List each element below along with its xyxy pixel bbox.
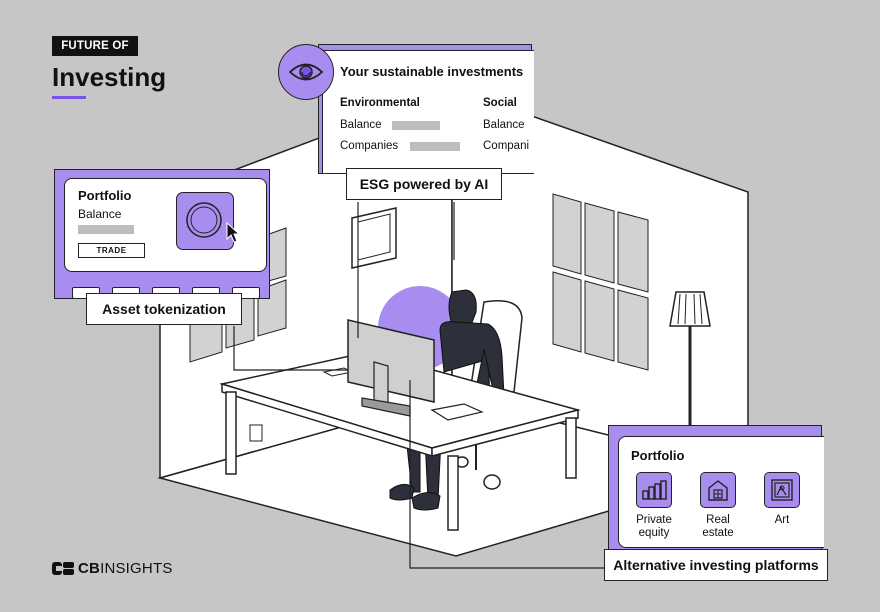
building-icon[interactable] — [700, 472, 736, 508]
esg-social-companies-label: Compani — [483, 140, 530, 152]
cursor-icon — [226, 222, 241, 243]
esg-env-companies-value — [410, 142, 460, 151]
wall-outlet — [249, 424, 263, 442]
callout-esg: ESG powered by AI — [346, 168, 502, 200]
bar-chart-icon[interactable] — [636, 472, 672, 508]
esg-col-environmental-heading: Environmental — [340, 97, 420, 109]
alt-item-private-equity-line1: Private — [636, 514, 672, 526]
alt-card-title: Portfolio — [631, 448, 685, 463]
cb-logo-icon — [52, 562, 74, 575]
floor-lamp — [669, 291, 711, 426]
coin-icon[interactable] — [176, 192, 234, 250]
trade-card-balance-value — [78, 225, 134, 234]
alt-item-private-equity-line2: equity — [638, 527, 670, 539]
trade-card-subtitle: Balance — [78, 207, 122, 221]
brand-logo: CBINSIGHTS — [52, 560, 173, 577]
esg-env-companies-label: Companies — [340, 140, 399, 152]
right-wall-panels — [552, 193, 649, 371]
header-tag: FUTURE OF — [52, 36, 138, 56]
esg-card — [322, 50, 534, 174]
callout-connectors — [233, 202, 604, 569]
desk — [219, 351, 581, 531]
brand-name-rest: INSIGHTS — [100, 560, 173, 577]
eye-icon — [278, 44, 334, 100]
page-title: Investing — [52, 62, 167, 92]
alt-item-art-line1: Art — [774, 514, 790, 526]
title-underline — [52, 96, 86, 99]
picture-icon[interactable] — [764, 472, 800, 508]
alt-item-real-estate-line2: estate — [702, 527, 734, 539]
monitor — [347, 319, 435, 417]
alt-item-real-estate-line1: Real — [706, 514, 730, 526]
trade-card-title: Portfolio — [78, 188, 132, 203]
callout-alternative: Alternative investing platforms — [604, 549, 828, 581]
esg-col-social-heading: Social — [483, 97, 517, 109]
brand-name-bold: CB — [78, 560, 101, 577]
esg-social-balance-label: Balance — [483, 119, 525, 131]
esg-env-balance-label: Balance — [340, 119, 382, 131]
trade-button[interactable]: TRADE — [78, 243, 145, 258]
callout-tokenization: Asset tokenization — [86, 293, 242, 325]
esg-card-title: Your sustainable investments — [340, 64, 524, 79]
esg-env-balance-value — [392, 121, 440, 130]
keyboard — [430, 403, 484, 421]
